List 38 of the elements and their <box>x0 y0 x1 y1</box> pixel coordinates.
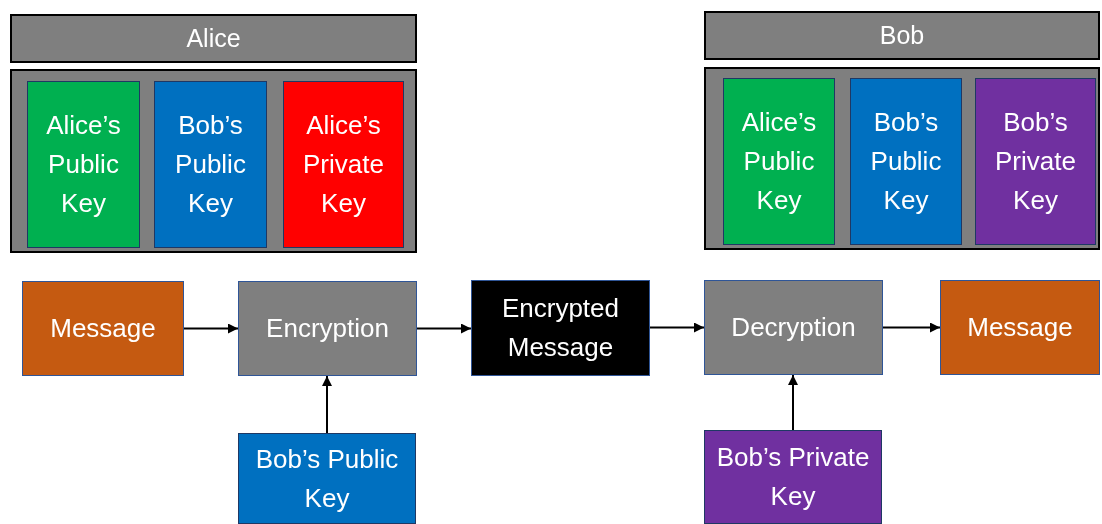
key-panel <box>704 67 1100 250</box>
node-label: Bob’s Public Key <box>869 106 943 217</box>
key-card <box>704 430 882 524</box>
node-label: Encryption <box>265 312 390 345</box>
node-label: Bob’s Private Key <box>994 106 1077 217</box>
process-box <box>471 280 650 376</box>
node-label: Alice’s Public Key <box>740 106 818 217</box>
key-card <box>723 78 835 245</box>
arrow <box>788 374 798 431</box>
process-box <box>238 281 417 376</box>
arrow <box>649 322 705 333</box>
arrow <box>882 322 941 333</box>
process-box <box>704 280 883 375</box>
key-card <box>850 78 962 245</box>
title-band <box>704 11 1100 60</box>
node-label: Bob’s Public Key <box>174 109 247 220</box>
key-card <box>283 81 404 248</box>
key-panel <box>10 69 417 253</box>
title-band <box>10 14 417 63</box>
node-label: Decryption <box>730 311 857 344</box>
key-card <box>27 81 140 248</box>
arrow <box>183 323 239 334</box>
node-label: Alice’s Private Key <box>302 109 385 220</box>
node-label: Message <box>49 312 157 345</box>
process-box <box>940 280 1100 375</box>
node-label: Alice <box>186 22 241 54</box>
arrow <box>416 323 472 334</box>
arrow <box>322 375 332 434</box>
node-label: Bob’s Public Key <box>254 442 400 515</box>
node-label: Message <box>966 311 1074 344</box>
node-label: Bob’s Private Key <box>715 441 871 513</box>
process-box <box>22 281 184 376</box>
node-label: Bob <box>879 19 925 51</box>
key-card <box>975 78 1096 245</box>
key-card <box>238 433 416 524</box>
key-card <box>154 81 267 248</box>
node-label: Encrypted Message <box>500 292 621 364</box>
node-label: Alice’s Public Key <box>45 109 122 220</box>
